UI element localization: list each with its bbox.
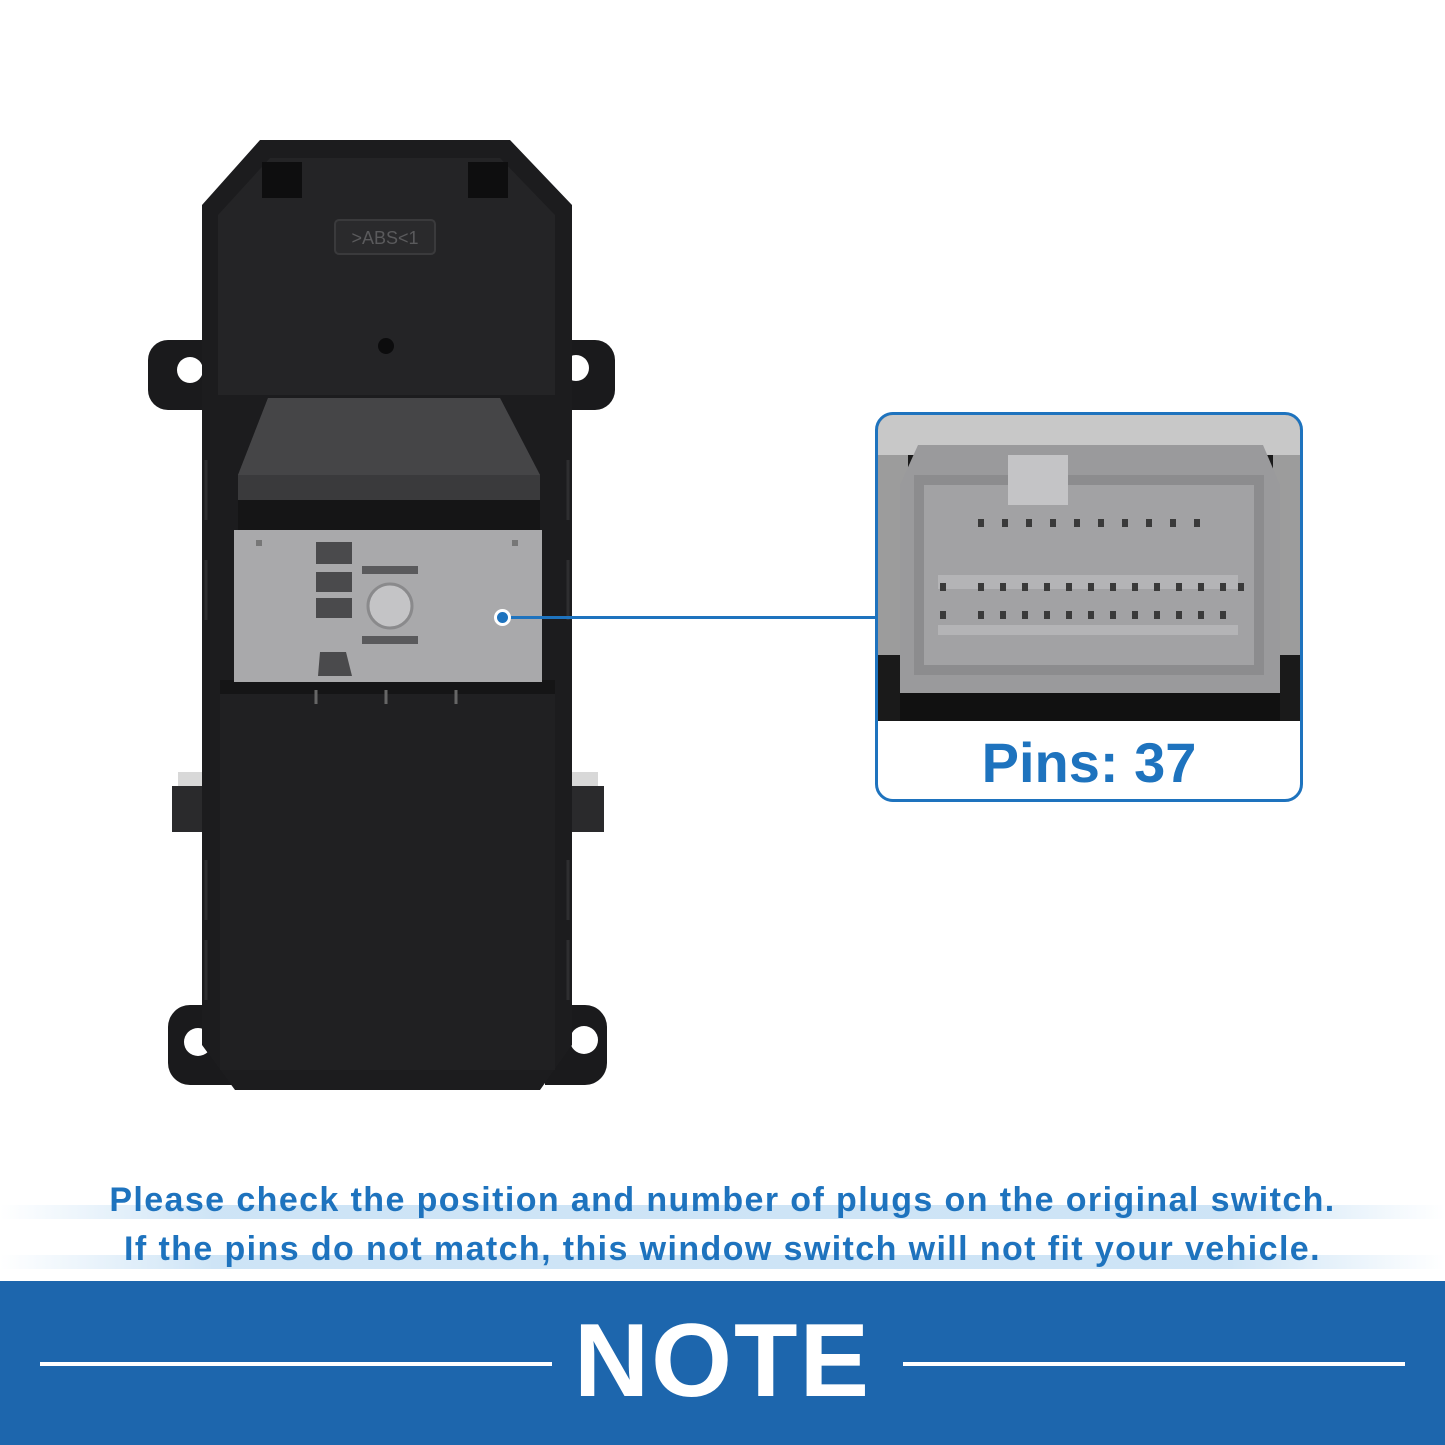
notice-line-2: If the pins do not match, this window sw… xyxy=(124,1230,1321,1268)
callout-leader-dot xyxy=(494,609,511,626)
notice-line-1: Please check the position and number of … xyxy=(109,1181,1336,1219)
banner-rule-left xyxy=(40,1362,552,1366)
connector-closeup-photo xyxy=(878,415,1300,721)
connector-face xyxy=(234,530,542,682)
screw-hole-upper xyxy=(378,338,394,354)
window-switch-photo: >ABS<1 xyxy=(148,140,615,1090)
housing-mark: >ABS<1 xyxy=(351,228,418,248)
callout-leader-line xyxy=(502,616,875,619)
note-title: NOTE xyxy=(574,1303,871,1419)
note-banner: NOTE xyxy=(0,1281,1445,1445)
pins-callout: Pins: 37 xyxy=(875,412,1303,802)
banner-rule-right xyxy=(903,1362,1405,1366)
pins-count-label: Pins: 37 xyxy=(981,731,1197,794)
